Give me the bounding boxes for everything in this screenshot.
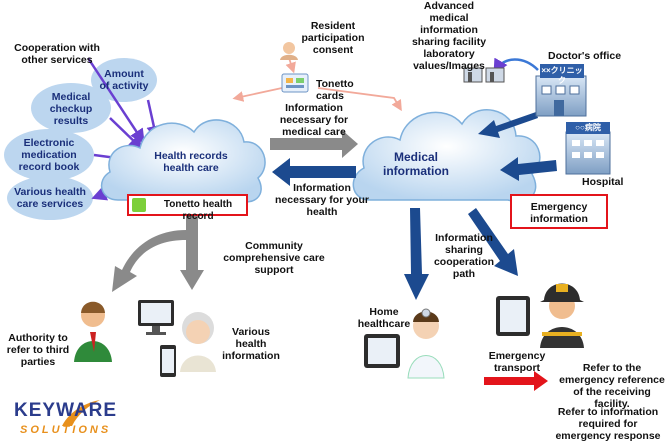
label-medical-checkup: Medical checkup results — [49, 91, 93, 127]
label-info-medical: Information necessary for medical care — [279, 102, 349, 138]
smartphone-icon — [160, 345, 176, 377]
arrow-doctor-office — [478, 112, 538, 138]
label-tonetto-record: Tonetto health record — [163, 199, 233, 222]
dark-down-arrows — [404, 208, 518, 300]
tonetto-cards-icon — [281, 73, 309, 93]
label-emergency-transport: Emergency transport — [488, 350, 546, 374]
doctor-office-icon — [535, 64, 587, 117]
firefighter-icon — [540, 283, 584, 348]
blue-arc-arrow — [493, 57, 539, 75]
label-home-healthcare: Home healthcare — [357, 306, 411, 330]
logo-keyware: KEYWARE — [14, 400, 118, 421]
label-clinic-sign: ××クリニック — [541, 66, 583, 85]
label-health-cloud: Health records health care — [154, 150, 228, 174]
gray-arrow-right — [270, 130, 358, 158]
purple-arrow-1 — [86, 57, 145, 145]
authority-person-icon — [74, 301, 112, 362]
label-amount-activity: Amount of activity — [99, 68, 149, 92]
label-doctors-office: Doctor's office — [548, 50, 622, 62]
label-various-health-info: Various health information — [222, 326, 280, 362]
dark-arrow-left — [272, 158, 356, 186]
label-advanced-sharing: Advanced medical information sharing fac… — [411, 0, 487, 72]
ellipse-emedication — [4, 129, 94, 181]
ellipse-medical-checkup — [31, 83, 111, 133]
label-tonetto-cards: Tonetto cards — [316, 78, 354, 102]
tonetto-app-icon — [132, 198, 146, 212]
pink-line-left — [232, 87, 283, 102]
label-medical-cloud: Medical information — [383, 150, 449, 178]
label-resident-consent: Resident participation consent — [301, 20, 365, 56]
label-emedication: Electronic medication record book — [18, 137, 80, 173]
label-community-support: Community comprehensive care support — [223, 240, 325, 276]
home-tablet-icon — [364, 334, 400, 368]
resident-icon — [280, 42, 298, 60]
logo-solutions: SOLUTIONS — [20, 424, 112, 436]
tonetto-record-box: Tonetto health record — [127, 194, 248, 222]
label-cooperation: Cooperation with other services — [14, 42, 100, 66]
label-info-sharing-path: Information sharing cooperation path — [433, 232, 495, 280]
label-authority: Authority to refer to third parties — [6, 332, 70, 368]
label-info-health: Information necessary for your health — [275, 182, 369, 218]
health-records-cloud — [100, 119, 266, 203]
red-arrow — [484, 371, 548, 391]
emergency-tablet-icon — [496, 296, 530, 336]
arrow-hospital — [500, 157, 557, 181]
label-refer-required: Refer to information required for emerge… — [555, 406, 661, 442]
hospital-icon — [565, 122, 611, 175]
desktop-monitor-icon — [138, 300, 174, 335]
doctor-icon — [407, 308, 445, 379]
emergency-info-box: Emergency information — [510, 194, 608, 229]
logo-swoosh — [62, 400, 100, 426]
ellipse-various-services — [7, 176, 93, 220]
pink-line-right — [317, 87, 402, 112]
label-hospital-sign: ○○病院 — [575, 123, 601, 132]
ellipse-amount-activity — [91, 58, 157, 102]
purple-arrow-3 — [109, 117, 144, 151]
label-hospital: Hospital — [582, 176, 624, 188]
lab-facility-icon — [463, 67, 505, 83]
label-emergency-info: Emergency information — [530, 201, 588, 225]
gray-down-arrows — [112, 208, 204, 292]
label-various-services: Various health care services — [14, 186, 86, 210]
label-refer-reference: Refer to the emergency reference of the … — [559, 362, 665, 410]
elderly-person-icon — [180, 312, 216, 372]
